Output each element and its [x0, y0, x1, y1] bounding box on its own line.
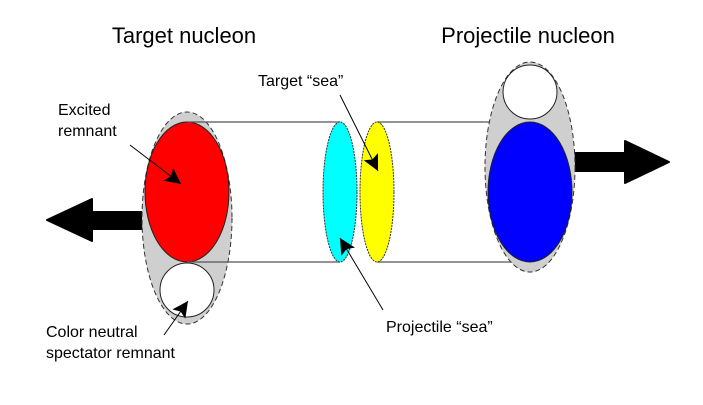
projectile-sea-disk	[322, 121, 358, 263]
projectile-core	[487, 121, 573, 263]
target-sea-label: Target “sea”	[258, 73, 343, 90]
spectator-pointer	[163, 300, 189, 336]
excited-remnant-pointer	[129, 144, 182, 185]
target-sea-disk	[359, 121, 395, 263]
left-arrow-icon	[46, 198, 144, 242]
right-arrow-icon	[571, 140, 670, 184]
excited-remnant-label-line2: remnant	[58, 123, 117, 140]
target-nucleon-title: Target nucleon	[112, 23, 256, 48]
projectile-sea-label: Projectile “sea”	[386, 319, 493, 336]
projectile-nucleon	[484, 61, 576, 273]
spectator-label-line1: Color neutral	[46, 324, 138, 341]
excited-remnant-label-line1: Excited	[58, 102, 110, 119]
spectator-label-line2: spectator remnant	[46, 345, 176, 362]
flux-tube-lines	[187, 121, 530, 263]
target-sea-pointer	[339, 94, 379, 172]
projectile-sea-pointer	[339, 237, 384, 311]
projectile-spectator	[502, 64, 558, 120]
excited-remnant	[144, 121, 230, 263]
spectator-remnant	[159, 262, 215, 318]
target-nucleon	[141, 111, 233, 325]
projectile-nucleon-title: Projectile nucleon	[441, 23, 615, 48]
